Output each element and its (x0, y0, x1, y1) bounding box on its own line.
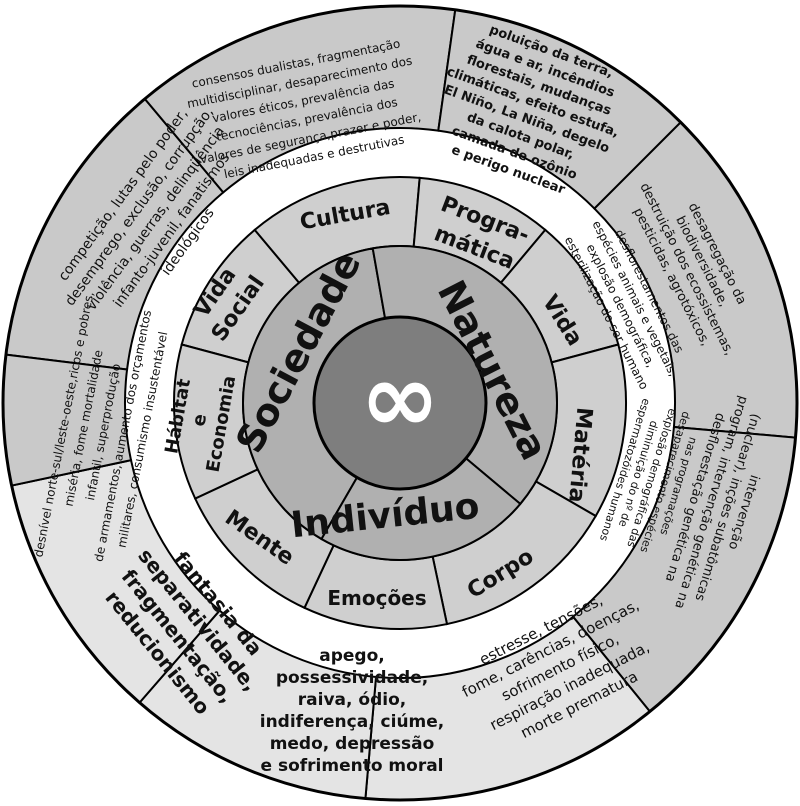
label-emocoes-line: Emoções (327, 586, 426, 610)
text-emocoes-line: medo, depressão (270, 734, 435, 754)
center-circle (312, 315, 488, 491)
infinity-icon: ∞ (360, 342, 440, 454)
text-emocoes-line: indiferença, ciúme, (260, 712, 445, 732)
middle-ring (173, 176, 627, 630)
label-emocoes: Emoções (327, 586, 426, 610)
label-habitat-line: e (188, 412, 211, 428)
center-disc: ∞ (312, 315, 488, 491)
text-emocoes-line: possessividade, (276, 668, 428, 688)
outer-ring (1, 4, 799, 802)
text-emocoes-line: e sofrimento moral (261, 756, 444, 776)
outer-border (1, 4, 799, 802)
text-emocoes-line: apego, (319, 646, 384, 666)
text-emocoes-line: raiva, ódio, (298, 690, 406, 710)
text-emocoes: apego,possessividade,raiva, ódio,indifer… (260, 646, 445, 776)
